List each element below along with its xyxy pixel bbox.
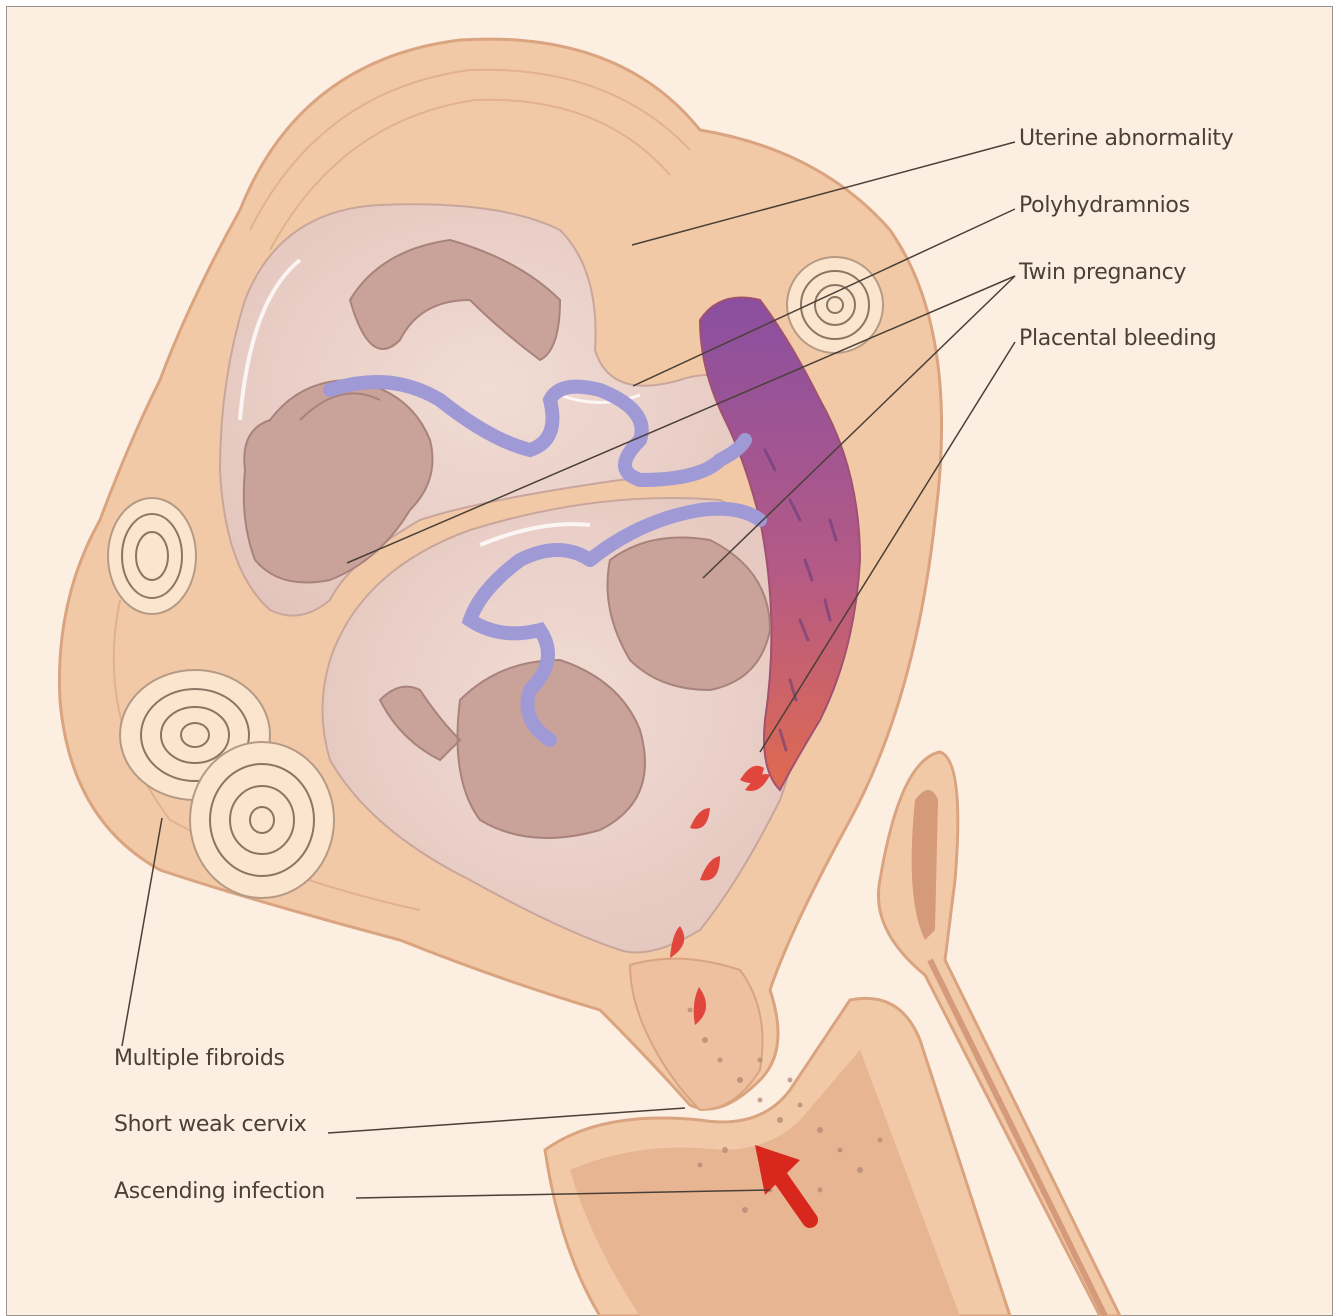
label-placental-bleeding: Placental bleeding [1019,328,1216,350]
label-multiple-fibroids: Multiple fibroids [114,1048,285,1070]
cervix [630,959,763,1110]
fibroid-left [108,498,196,614]
label-twin-pregnancy: Twin pregnancy [1019,262,1186,284]
label-short-weak-cervix: Short weak cervix [114,1114,307,1136]
label-uterine-abnormality: Uterine abnormality [1019,128,1233,150]
fibroid-lower-left-b [190,742,334,898]
label-polyhydramnios: Polyhydramnios [1019,195,1190,217]
label-ascending-infection: Ascending infection [114,1181,325,1203]
